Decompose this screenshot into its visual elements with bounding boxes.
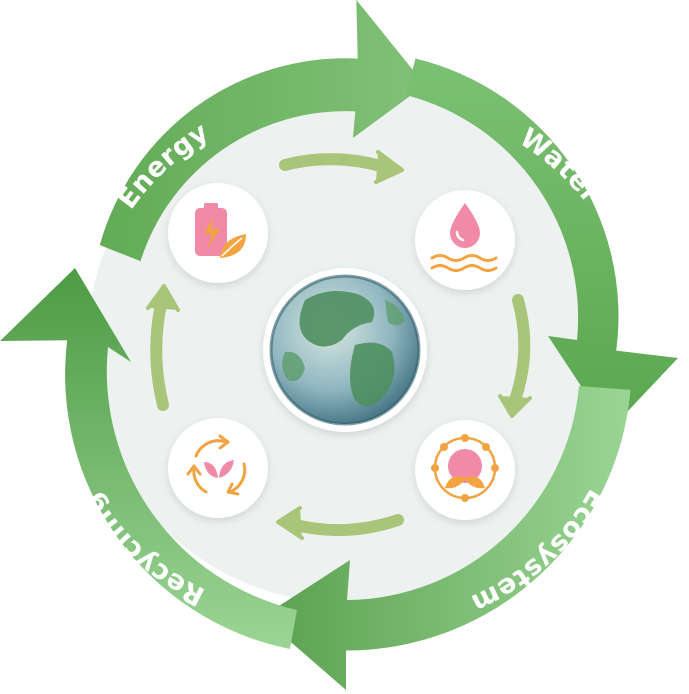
recycling-icon-badge [168, 418, 268, 518]
ecosystem-globe-leaves-icon [431, 434, 499, 502]
inner-arrow-ecosystem-to-recycling [276, 506, 404, 540]
water-arrow [406, 58, 678, 430]
energy-icon-badge [168, 183, 268, 283]
inner-arrow-water-to-ecosystem [498, 294, 532, 418]
earth-globe-icon [263, 268, 427, 432]
water-icon-badge [415, 190, 515, 290]
outer-ring [0, 0, 678, 690]
energy-arrow [99, 0, 425, 262]
ecosystem-arrow [262, 386, 631, 690]
recycle-leaves-icon [186, 434, 247, 496]
water-drop-waves-icon [430, 203, 498, 272]
inner-arrows [146, 150, 532, 540]
recycling-arrow [0, 268, 297, 649]
inner-arrow-recycling-to-energy [146, 284, 180, 411]
inner-arrow-energy-to-water [279, 150, 404, 184]
battery-leaf-icon [195, 203, 246, 258]
ecosystem-icon-badge [415, 420, 515, 520]
